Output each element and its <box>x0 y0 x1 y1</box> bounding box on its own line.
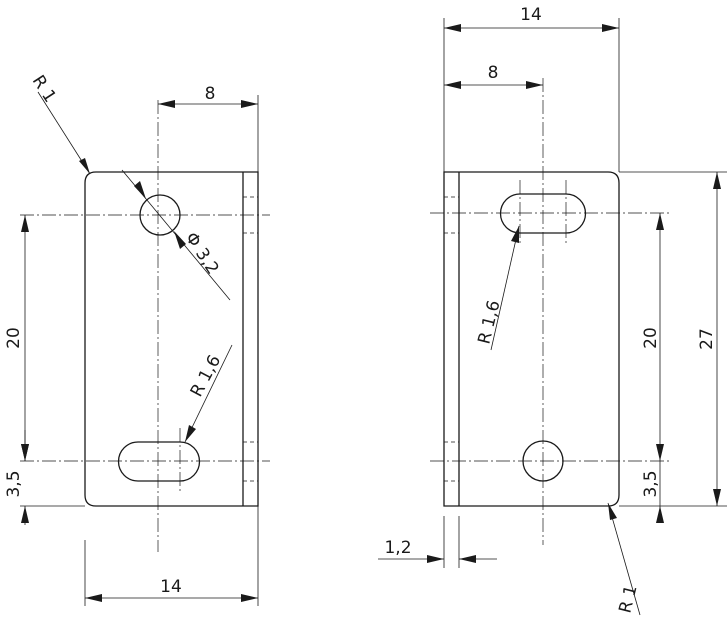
left-dim-3-5: 3,5 <box>4 470 24 497</box>
left-view: 8 14 20 3,5 R 1 Φ 3,2 R 1,6 <box>4 72 270 606</box>
left-dim-14: 14 <box>160 577 182 597</box>
right-radius-r1: R 1 <box>615 583 641 615</box>
left-slot <box>117 441 201 482</box>
right-dim-14: 14 <box>520 5 542 25</box>
right-dim-1-2: 1,2 <box>384 538 411 558</box>
right-dim-8: 8 <box>488 63 499 83</box>
left-dim-20: 20 <box>4 327 24 349</box>
right-slot-radius: R 1,6 <box>474 298 504 346</box>
right-dim-27: 27 <box>697 328 717 350</box>
left-plate-outline <box>84 171 259 507</box>
left-radius-r1: R 1 <box>28 72 60 106</box>
right-plate-outline <box>443 171 620 507</box>
right-view: 14 8 20 3,5 27 1,2 R 1,6 <box>378 5 727 615</box>
left-dim-8: 8 <box>205 84 216 104</box>
right-dim-20: 20 <box>641 327 661 349</box>
left-slot-radius: R 1,6 <box>187 352 225 400</box>
right-dim-3-5: 3,5 <box>641 470 661 497</box>
left-hole-diameter: Φ 3,2 <box>181 229 223 278</box>
